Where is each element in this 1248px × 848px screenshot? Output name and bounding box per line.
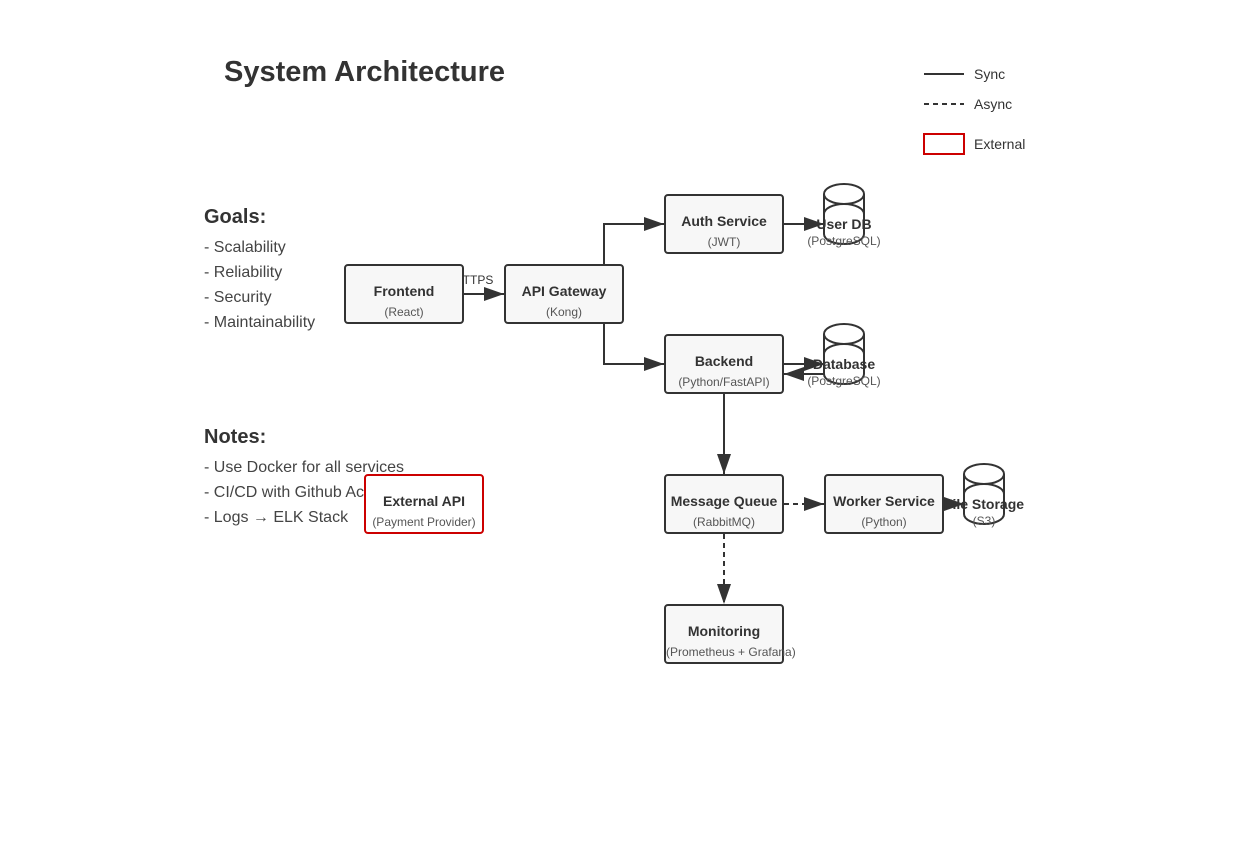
edge-gateway-auth: [603, 217, 664, 264]
node-sub: (Python): [861, 515, 907, 529]
node-api-gateway[interactable]: API Gateway (Kong): [504, 264, 624, 324]
node-sub: (Prometheus + Grafana): [666, 645, 796, 659]
legend-external-box: [923, 133, 965, 155]
node-backend[interactable]: Backend (Python/FastAPI): [664, 334, 784, 394]
node-monitoring[interactable]: Monitoring (Prometheus + Grafana): [664, 604, 796, 664]
goals-item: - Reliability: [204, 264, 283, 281]
node-name: Auth Service: [681, 213, 767, 229]
notes-item: - Logs → ELK Stack: [204, 509, 349, 526]
node-sub: (Kong): [545, 305, 583, 319]
notes-heading: Notes:: [204, 426, 267, 448]
legend-sync-label: Sync: [974, 66, 1006, 82]
node-name: Monitoring: [687, 623, 761, 639]
diagram-title: System Architecture: [224, 56, 505, 88]
goals-heading: Goals:: [204, 206, 267, 228]
userdb-cylinder-icon: [823, 183, 865, 245]
node-name: Worker Service: [833, 493, 935, 509]
node-external-api[interactable]: External API (Payment Provider): [364, 474, 484, 534]
node-name: API Gateway: [521, 283, 607, 299]
notes-item: - CI/CD with Github Actions: [204, 484, 398, 501]
db-database[interactable]: Database (PostgreSQL): [784, 356, 904, 388]
node-sub: (React): [384, 305, 424, 319]
node-sub: (Python/FastAPI): [678, 375, 770, 389]
db-userdb[interactable]: User DB (PostgreSQL): [784, 216, 904, 248]
node-name: Frontend: [373, 283, 435, 299]
db-name: File Storage: [943, 496, 1025, 512]
node-frontend[interactable]: Frontend (React): [344, 264, 464, 324]
node-sub: (RabbitMQ): [692, 515, 755, 529]
goals-item: - Maintainability: [204, 314, 316, 331]
goals-item: - Security: [204, 289, 272, 306]
db-sub: (PostgreSQL): [807, 234, 881, 248]
db-name: User DB: [816, 216, 872, 232]
db-sub: (S3): [972, 514, 996, 528]
node-name: Backend: [694, 353, 754, 369]
legend-external-label: External: [974, 136, 1026, 152]
legend-async-label: Async: [974, 96, 1013, 112]
node-worker-service[interactable]: Worker Service (Python): [824, 474, 944, 534]
node-message-queue[interactable]: Message Queue (RabbitMQ): [664, 474, 784, 534]
node-sub: (Payment Provider): [372, 515, 476, 529]
database-cylinder-icon: [823, 323, 865, 385]
node-auth-service[interactable]: Auth Service (JWT): [664, 194, 784, 254]
db-file-storage[interactable]: File Storage (S3): [924, 496, 1044, 528]
db-name: Database: [812, 356, 876, 372]
node-sub: (JWT): [707, 235, 741, 249]
node-name: Message Queue: [670, 493, 778, 509]
notes-item: - Use Docker for all services: [204, 459, 405, 476]
storage-cylinder-icon: [963, 463, 1005, 525]
db-sub: (PostgreSQL): [807, 374, 881, 388]
goals-item: - Scalability: [204, 239, 286, 256]
node-name: External API: [383, 493, 465, 509]
edge-gateway-backend: [603, 324, 664, 371]
